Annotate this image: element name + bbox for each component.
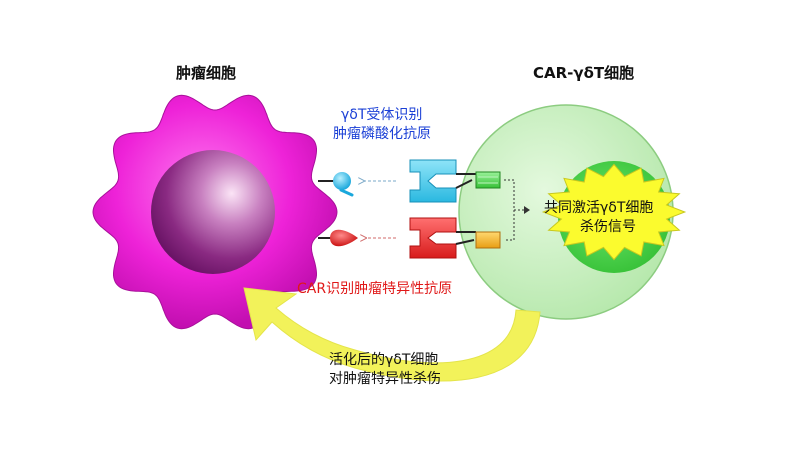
gdt-receptor-icon <box>409 159 476 203</box>
car-gdt-cell-title: CAR-γδT细胞 <box>533 64 635 82</box>
phosphoantigen-icon <box>333 172 351 190</box>
costim-domain-green <box>475 171 501 189</box>
tumor-cell-nucleus <box>151 150 275 274</box>
costim-domain-orange <box>475 231 501 249</box>
signal-bracket <box>504 179 528 241</box>
tumor-cell-title: 肿瘤细胞 <box>176 64 237 82</box>
tumor-antigen-icon <box>330 229 358 247</box>
costim-signal-label-line1: 共同激活γδT细胞 <box>544 200 654 216</box>
costim-signal-label-line2: 杀伤信号 <box>580 219 636 235</box>
killing-arrow <box>243 287 541 382</box>
gdt-receptor-label-line1: γδT受体识别 <box>341 107 423 123</box>
killing-label-line2: 对肿瘤特异性杀伤 <box>329 371 441 387</box>
car-recognition-label: CAR识别肿瘤特异性抗原 <box>297 281 453 297</box>
killing-label-line1: 活化后的γδT细胞 <box>329 352 439 368</box>
activation-signal-star <box>541 163 687 261</box>
gdt-receptor-label-line2: 肿瘤磷酸化抗原 <box>333 126 431 142</box>
car-receptor-icon <box>409 217 476 259</box>
phosphoantigen-tail <box>339 188 354 197</box>
